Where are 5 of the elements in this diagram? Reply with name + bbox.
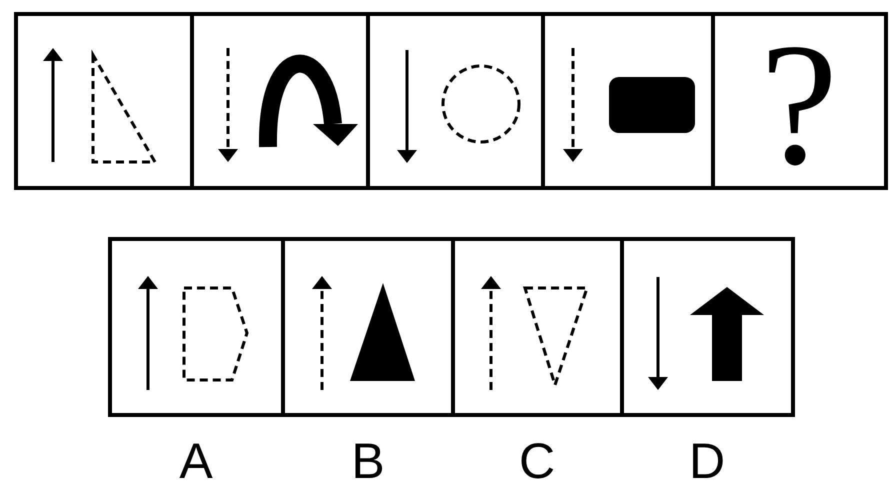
option-letter: B xyxy=(351,441,385,481)
option-letter: C xyxy=(518,441,556,481)
question-mark: ? xyxy=(760,30,838,179)
option-letter: D xyxy=(688,441,726,481)
option-letter: A xyxy=(179,441,213,481)
